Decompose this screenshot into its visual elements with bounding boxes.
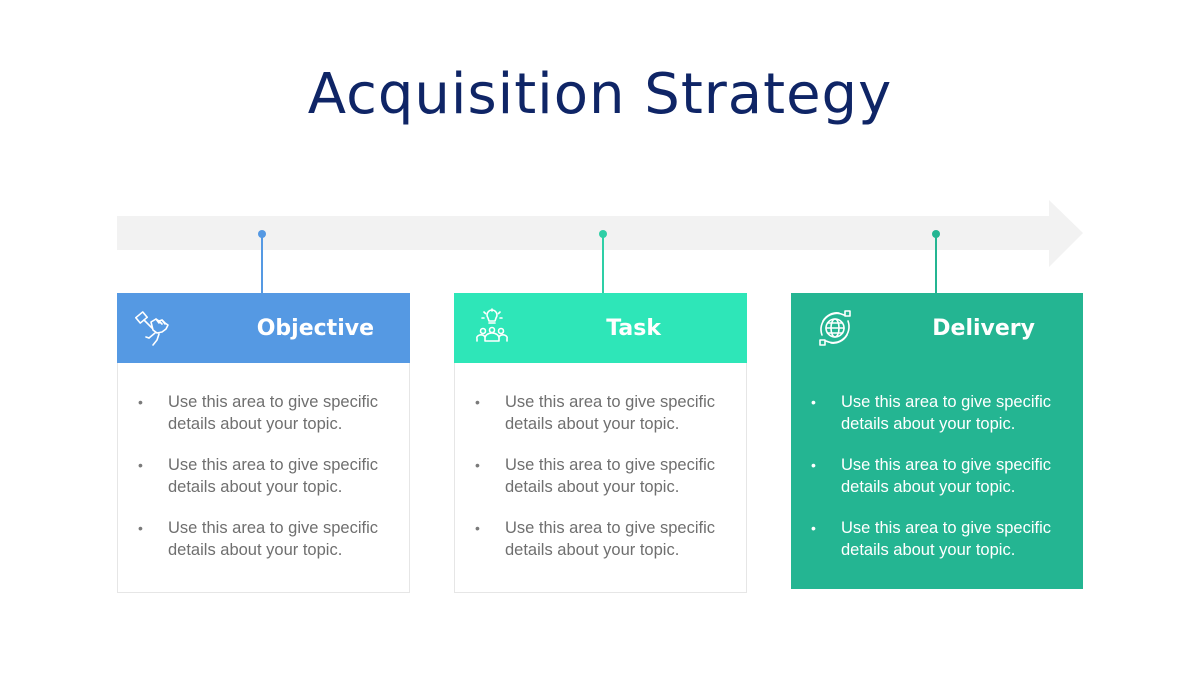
bullet-icon: • [811, 457, 816, 473]
card-header-task: Task [454, 293, 747, 363]
connector-task [599, 230, 607, 294]
list-item: •Use this area to give specific details … [811, 393, 1052, 433]
bullet-icon: • [811, 520, 816, 536]
card-title-delivery: Delivery [932, 316, 1035, 341]
bullet-icon: • [138, 520, 143, 536]
list-item: •Use this area to give specific details … [811, 456, 1052, 496]
card-body-delivery: •Use this area to give specific details … [791, 363, 1083, 589]
timeline-node-objective [258, 230, 266, 238]
list-item: •Use this area to give specific details … [475, 393, 716, 433]
hand-holding-flag-icon [135, 311, 169, 346]
bullet-list: •Use this area to give specific details … [138, 392, 389, 561]
connector-delivery [932, 230, 940, 294]
card-title-objective: Objective [256, 316, 374, 341]
card-header-objective: Objective [117, 293, 410, 363]
card-title-task: Task [606, 316, 661, 341]
bullet-icon: • [475, 394, 480, 410]
bullet-icon: • [138, 394, 143, 410]
list-item: •Use this area to give specific details … [138, 519, 379, 559]
page-title: Acquisition Strategy [307, 62, 893, 127]
bullet-list: •Use this area to give specific details … [475, 392, 726, 561]
card-header-delivery: Delivery [791, 293, 1083, 363]
connector-objective [258, 230, 266, 294]
list-item: •Use this area to give specific details … [138, 456, 379, 496]
bullet-icon: • [475, 520, 480, 536]
bullet-list: •Use this area to give specific details … [811, 392, 1063, 561]
bullet-icon: • [138, 457, 143, 473]
timeline-node-delivery [932, 230, 940, 238]
list-item: •Use this area to give specific details … [811, 519, 1052, 559]
card-task: Task •Use this area to give specific det… [454, 293, 747, 593]
card-objective: Objective •Use this area to give specifi… [117, 293, 410, 593]
card-delivery: Delivery •Use this area to give specific… [791, 293, 1083, 589]
bullet-icon: • [811, 394, 816, 410]
list-item: •Use this area to give specific details … [475, 519, 716, 559]
global-delivery-icon [819, 310, 851, 346]
bullet-icon: • [475, 457, 480, 473]
list-item: •Use this area to give specific details … [138, 393, 379, 433]
list-item: •Use this area to give specific details … [475, 456, 716, 496]
card-body-objective: •Use this area to give specific details … [117, 363, 410, 593]
timeline-node-task [599, 230, 607, 238]
team-lightbulb-icon [476, 308, 508, 342]
card-body-task: •Use this area to give specific details … [454, 363, 747, 593]
